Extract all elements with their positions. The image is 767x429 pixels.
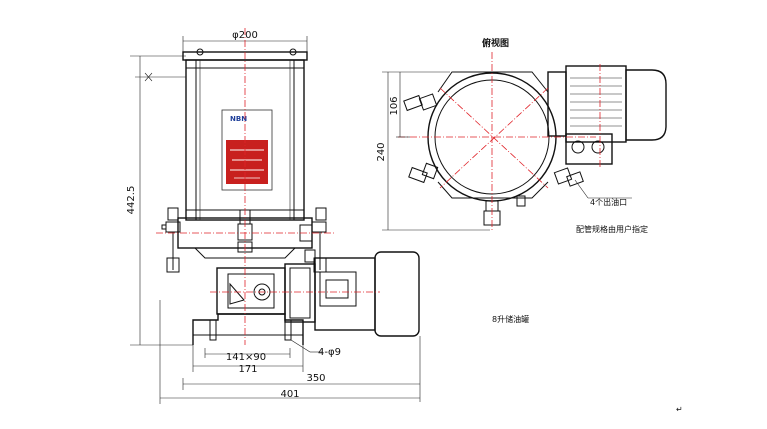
dim-240: 240 (376, 142, 387, 161)
dim-width-total: 401 (280, 389, 299, 400)
note-outlets: 4个出油口 (590, 197, 627, 207)
dim-base-outer: 171 (238, 364, 257, 375)
dim-holes: 4-φ9 (318, 347, 341, 358)
outlet-fittings (403, 93, 584, 226)
base-bracket (192, 313, 304, 345)
gearbox (216, 267, 286, 315)
motor-front (314, 257, 376, 331)
nameplate-red-panel (226, 140, 268, 184)
front-view: φ200 NBN (126, 28, 421, 404)
nameplate-brand: NBN (230, 115, 247, 123)
drawing-caption: 8升储油罐 (492, 314, 529, 324)
dim-base-inner: 141×90 (226, 352, 266, 363)
top-view-title: 俯视图 (482, 37, 509, 49)
top-view: 俯视图 (376, 37, 667, 234)
motor-fan-cover (374, 251, 420, 337)
dim-106: 106 (389, 96, 400, 115)
outlet-left (161, 207, 181, 273)
dim-diameter-top: φ200 (232, 30, 258, 41)
dim-height: 442.5 (126, 186, 137, 215)
motor-top (547, 65, 667, 165)
dim-width-350: 350 (306, 373, 325, 384)
pump-housing-top (437, 71, 549, 93)
note-piping: 配管规格由用户指定 (576, 224, 648, 234)
return-mark: ↵ (676, 405, 683, 414)
